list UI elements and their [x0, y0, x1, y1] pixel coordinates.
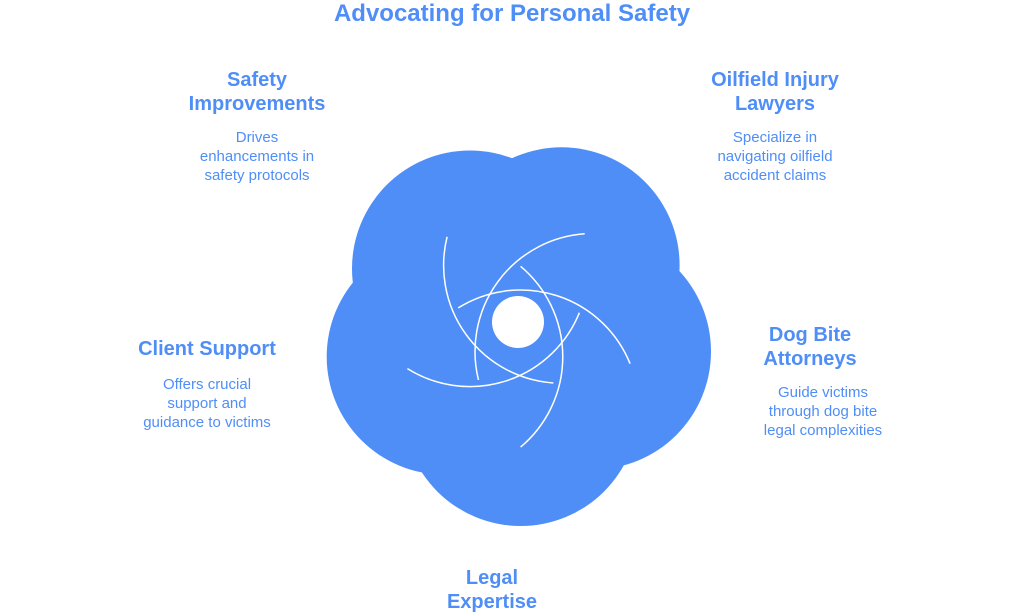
node-title: Dog Bite Attorneys — [712, 323, 908, 371]
node-title-line: Legal — [465, 567, 519, 589]
node-title-line: Lawyers — [734, 93, 816, 115]
node-desc-line: Drives — [235, 129, 279, 146]
node-title: Client Support — [107, 337, 307, 361]
node-desc-line: safety protocols — [204, 167, 310, 184]
petal-seam — [457, 289, 631, 364]
node-desc-line: legal complexities — [763, 422, 883, 439]
node-description: Specialize in navigating oilfield accide… — [670, 128, 880, 185]
center-hole — [492, 296, 544, 348]
node-title-line: Expertise — [446, 591, 538, 613]
node-title: Safety Improvements — [157, 68, 357, 116]
node-desc-line: enhancements in — [199, 148, 315, 165]
node-dog-bite-attorneys: Dog Bite Attorneys Guide victims through… — [712, 323, 908, 440]
diagram-title: Advocating for Personal Safety — [333, 0, 691, 27]
petal-left — [326, 238, 563, 475]
petal-seam — [520, 265, 564, 448]
node-description: Offers crucial support and guidance to v… — [107, 375, 307, 432]
node-title-line: Dog Bite — [768, 324, 852, 346]
node-title-line: Attorneys — [763, 348, 857, 370]
node-desc-line: Guide victims — [777, 384, 869, 401]
petal-seam — [407, 312, 581, 388]
petal-seam — [442, 236, 554, 384]
node-oilfield-injury-lawyers: Oilfield Injury Lawyers Specialize in na… — [670, 68, 880, 185]
node-desc-line: accident claims — [723, 167, 827, 184]
petal-seam — [474, 233, 585, 381]
node-legal-expertise: Legal Expertise — [412, 566, 572, 614]
node-client-support: Client Support Offers crucial support an… — [107, 337, 307, 432]
node-desc-line: Offers crucial — [162, 376, 252, 393]
node-description: Guide victims through dog bite legal com… — [712, 383, 908, 440]
node-desc-line: through dog bite — [768, 403, 878, 420]
node-safety-improvements: Safety Improvements Drives enhancements … — [157, 68, 357, 185]
node-desc-line: navigating oilfield — [717, 148, 833, 165]
node-title-line: Oilfield Injury — [711, 69, 839, 91]
node-title: Legal Expertise — [412, 566, 572, 614]
node-title-line: Client Support — [138, 338, 276, 360]
node-title: Oilfield Injury Lawyers — [670, 68, 880, 116]
node-desc-line: guidance to victims — [143, 414, 271, 431]
node-desc-line: Specialize in — [732, 129, 818, 146]
node-title-line: Improvements — [188, 93, 326, 115]
node-title-line: Safety — [226, 69, 288, 91]
node-desc-line: support and — [167, 395, 247, 412]
node-description: Drives enhancements in safety protocols — [157, 128, 357, 185]
